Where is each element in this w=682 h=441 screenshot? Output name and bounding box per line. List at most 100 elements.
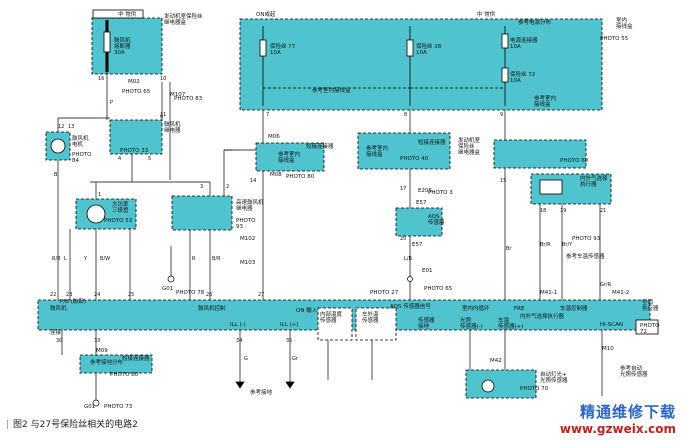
wire-color-code: G — [244, 356, 248, 362]
wire-color-code: Br — [506, 246, 512, 252]
m08-label: M08 — [270, 172, 282, 178]
ref-indoor-box-label: 参考室内接线盒 — [312, 86, 351, 94]
wire-color-code: B/W — [100, 256, 110, 262]
photo-55-label: PHOTO 55 — [600, 36, 629, 42]
watermark: 精通维修下载 www.gzweix.com — [508, 401, 676, 436]
ref-temp-sensor-label: 参考车温传感器 — [566, 252, 605, 260]
e01-label: E01 — [422, 268, 432, 274]
photo-83-label: PHOTO 83 — [174, 96, 203, 102]
pin-number: 26 — [206, 292, 212, 298]
pin-number: 11 — [160, 112, 166, 118]
cabin-sensor-label: 车温传感器(+) — [498, 316, 523, 330]
relay-blower-label: 鼓风机继电器 — [164, 120, 181, 134]
motor-label-label: 鼓风机电机 — [72, 134, 89, 148]
short-connector-right — [357, 132, 451, 170]
m103-label: M103 — [240, 260, 256, 266]
pin-number: 21 — [600, 208, 606, 214]
pin-number: 17 — [400, 186, 406, 192]
b-row-label: 鼓风机 — [50, 304, 67, 312]
e57-label: E57 — [416, 200, 427, 206]
photo-80b-label: PHOTO 80 — [110, 372, 139, 378]
ac-control-label: 空调执行器 — [642, 298, 659, 312]
engine-room-relay-label: 发动机室保险丝继电器盒 — [458, 136, 481, 156]
wire-color-code: Gr — [292, 356, 299, 362]
ref-ground-label: 参考接地 — [250, 388, 273, 396]
photo-65-label: PHOTO 65 — [122, 89, 151, 95]
pin-number: 30 — [56, 338, 62, 344]
pin-number: 20 — [400, 236, 406, 242]
watermark-url: www.gzweix.com — [559, 422, 676, 436]
pin-number: 12 — [58, 124, 64, 130]
wire-color-code: L — [64, 256, 67, 262]
pin-number: 16 — [98, 76, 104, 82]
hot-run-left-label: 中 常供 — [118, 10, 137, 18]
hot-run-right-label: 中 常供 — [477, 10, 496, 18]
on-input-label: ON 输入 — [296, 306, 318, 314]
pin-number: 19 — [560, 208, 566, 214]
photo-33-label: PHOTO 33 — [120, 148, 149, 154]
caption-text: 图2 与27号保险丝相关的电路2 — [13, 420, 138, 430]
fre-label: FRE — [514, 306, 525, 312]
pin-number: 1 — [98, 192, 101, 198]
short-bottom-label: 短接连接器 — [122, 354, 150, 362]
indoor-temp-sensor-box — [317, 307, 353, 341]
pin-number: 8 — [404, 112, 407, 118]
photo-73-label: PHOTO 73 — [104, 404, 133, 410]
pin-number: 5 — [148, 156, 151, 162]
e57b-label: E57 — [412, 242, 423, 248]
wire-color-code: Br/R — [540, 242, 551, 248]
short-connector-far-right — [493, 139, 587, 169]
photo-27-label: PHOTO 27 — [370, 290, 399, 296]
ambient-temp-sensor-box — [355, 307, 397, 341]
pin-number: 18 — [540, 208, 546, 214]
m10-label: M10 — [602, 346, 614, 352]
pin-number: 10 — [160, 76, 166, 82]
pin-number: 27 — [258, 292, 264, 298]
short-conn-left-label: 短接连接器 — [306, 142, 334, 150]
m42-label: M42 — [490, 358, 502, 364]
indoor-fuse-box-label: 室内接线盒 — [616, 16, 633, 30]
ambient-label: 车外温传感器 — [362, 310, 379, 324]
watermark-site-name: 精通维修下载 — [579, 403, 676, 421]
wire-color-code: R — [192, 256, 196, 262]
pin-number: 14 — [250, 178, 256, 184]
pin-number: 22 — [50, 292, 56, 298]
wire-color-code: P — [110, 100, 113, 106]
ir-pv-label: 内部温度传感器 — [320, 310, 343, 324]
hi-relay-label: 高速鼓风机继电器 — [236, 198, 264, 212]
m412-label: M41-2 — [612, 290, 629, 296]
ref-indoor-mid-label: 参考室内接线盒 — [278, 150, 300, 164]
photo-78-label: PHOTO 78 — [176, 290, 205, 296]
ill-neg-label: ILL (-) — [230, 322, 246, 328]
g01b-label: G01 — [84, 404, 95, 410]
caption-marker: | — [6, 420, 10, 430]
sun-sensor-label: 光照传感器(-) — [460, 316, 483, 330]
m-auto-label: 自动灯光+光照传感器 — [540, 370, 568, 384]
photo-70-label: PHOTO 70 — [520, 386, 549, 392]
photo-40-label: PHOTO 40 — [400, 156, 429, 162]
pin-number: 35 — [286, 338, 292, 344]
indoor-air-actuator-label: 内外气选择执行器 — [580, 174, 608, 188]
pin-number: 24 — [94, 292, 100, 298]
pin-number: 34 — [236, 338, 242, 344]
short-connector-left — [255, 142, 325, 172]
recirc-label: 室内内循环 — [462, 304, 490, 312]
hot-run-center-label: ON或起 — [256, 10, 276, 18]
photo-53-label: PHOTO 53 — [104, 218, 133, 224]
high-blower-relay-box — [171, 195, 233, 231]
power-transistor-box — [75, 198, 137, 230]
wire-color-code: R/B — [52, 256, 61, 262]
aqs-signal-label: AQS 传感器信号 — [390, 302, 431, 310]
pin-number: 33 — [94, 338, 100, 344]
ill-pos-label: ILL (+) — [280, 322, 298, 328]
wire-color-code: Gr/R — [600, 282, 612, 288]
photo-72-tag — [635, 319, 659, 335]
short-conn-right-label: 短接连接器 — [418, 138, 446, 146]
wire-color-code: L/B — [404, 256, 412, 262]
